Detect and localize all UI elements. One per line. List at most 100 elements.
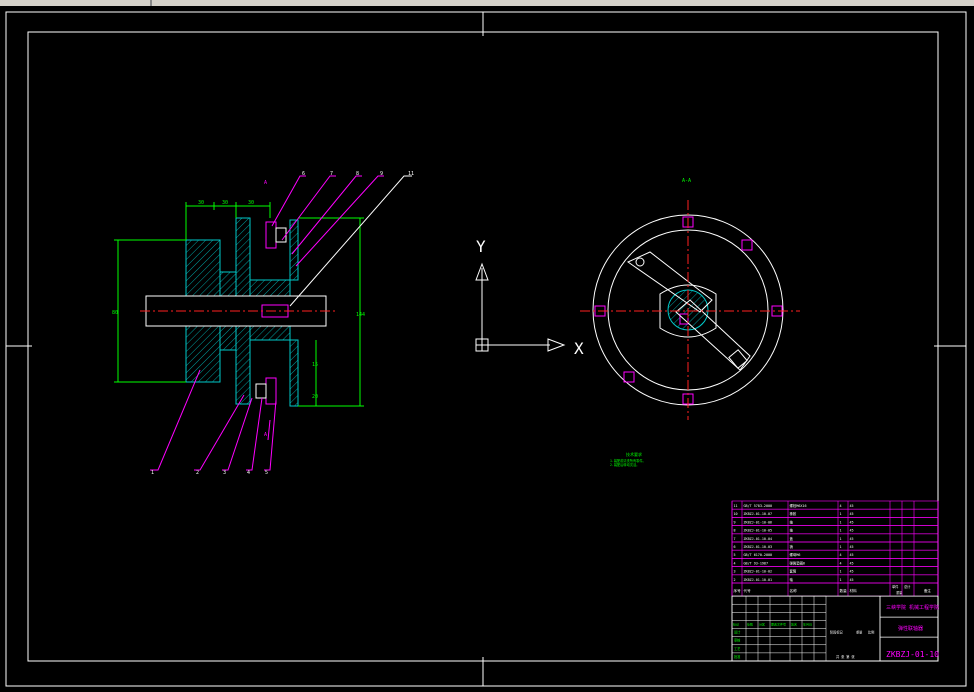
bom-cell: GB/T 6170-2000	[744, 553, 773, 557]
bom-cell: 销	[790, 544, 794, 549]
dim-right-bottom: 20	[312, 394, 318, 400]
note-1: 1.装配前清洗所有零件。	[610, 458, 646, 463]
nut-bottom[interactable]	[255, 383, 267, 399]
section-mark-top: A	[264, 180, 267, 186]
bom-cell: 1	[840, 537, 842, 541]
dim-right-total: 144	[356, 312, 365, 318]
axis-y-label: Y	[476, 237, 486, 256]
bom-cell: 45	[850, 520, 854, 524]
balloon-7: 7	[330, 171, 333, 177]
bom-header-cell: 总计	[904, 584, 911, 589]
bom-header-cell: 备注	[924, 588, 931, 593]
bom-cell: 盖	[790, 536, 794, 541]
bom-cell: 45	[850, 553, 854, 557]
tb-label: 标记	[733, 621, 739, 626]
tb-label: 签名	[791, 621, 797, 626]
bom-cell: 4	[840, 561, 842, 565]
bom-cell: 2	[734, 578, 736, 582]
note-2: 2.装配后转动灵活。	[610, 462, 639, 467]
bom-cell: 45	[850, 578, 854, 582]
bom-header-cell: 材料	[850, 588, 858, 593]
technical-notes: 技术要求 1.装配前清洗所有零件。 2.装配后转动灵活。	[610, 451, 646, 467]
tb-role: 工艺	[734, 646, 740, 651]
dim-top-2: 30	[222, 200, 228, 206]
bom-cell: 4	[734, 561, 736, 565]
bolt-top[interactable]	[265, 221, 277, 249]
bom-header-cell: 名称	[790, 588, 798, 593]
bom-cell: 45	[850, 529, 854, 533]
bom-cell: GB/T 93-1987	[744, 561, 769, 565]
bom-cell: 10	[734, 512, 738, 516]
tb-drawing-number: ZKBZJ-01-10	[886, 650, 939, 659]
bom-cell: 5	[734, 553, 736, 557]
end-view[interactable]: A-A	[580, 178, 800, 420]
bom-cell: 3	[734, 570, 736, 574]
arm-bottom	[675, 299, 751, 371]
bom-cell: 45	[850, 561, 854, 565]
bom-cell: ZKBZJ-01-10-01	[744, 578, 773, 582]
bom-cell: 轴	[790, 519, 794, 524]
balloon-6: 6	[302, 171, 305, 177]
cad-canvas[interactable]: 30 30 30 80 144 15 20 1 2 3 4 5 6 7 8 9 …	[0, 6, 974, 692]
bom-cell: 6	[734, 545, 736, 549]
bom-header-cell: 数量	[840, 588, 848, 593]
tb-label: 分区	[759, 621, 765, 626]
section-label: A-A	[682, 178, 691, 184]
section-view[interactable]: 30 30 30 80 144 15 20 1 2 3 4 5 6 7 8 9 …	[112, 171, 414, 476]
bom-header-cell: 代号	[744, 588, 752, 593]
nut-top[interactable]	[275, 227, 287, 243]
balloon-1: 1	[151, 470, 154, 476]
ucs-icon	[475, 262, 566, 352]
bolt-hole-top	[635, 257, 645, 267]
bom-cell: ZKBZJ-01-10-06	[744, 520, 773, 524]
balloon-3: 3	[223, 470, 226, 476]
bom-cell: 45	[850, 504, 854, 508]
tb-label: 更改文件号	[771, 621, 786, 626]
bom-cell: 45	[850, 545, 854, 549]
tb-school: 三峡学院 机械工程学院	[886, 604, 939, 611]
bom-cell: 套筒	[790, 569, 797, 574]
bom-cell: 8	[734, 529, 736, 533]
tb-role: 审核	[734, 638, 741, 643]
tb-label: 年月日	[803, 621, 812, 626]
bom-cell: ZKBZJ-01-10-02	[744, 570, 773, 574]
section-mark-bottom: A	[264, 432, 267, 438]
window-top-strip	[0, 0, 974, 6]
notes-title: 技术要求	[626, 451, 642, 457]
tb-scale: 比例	[868, 630, 874, 635]
bom-cell: 4	[840, 553, 842, 557]
bom-cell: 螺母M6	[790, 552, 801, 557]
bom-cell: 1	[840, 520, 842, 524]
bom-cell: 1	[840, 578, 842, 582]
bom-cell: GB/T 5783-2000	[744, 504, 773, 508]
bom-cell: 螺栓M6X16	[790, 503, 807, 508]
bolt-bottom[interactable]	[265, 377, 277, 405]
bom-cell: 45	[850, 512, 854, 516]
dimension-lines	[114, 202, 364, 407]
bom-cell: 1	[840, 570, 842, 574]
balloon-11: 11	[408, 171, 414, 177]
dim-top-1: 30	[198, 200, 204, 206]
tb-role: 设计	[734, 630, 741, 635]
tb-label: 处数	[747, 621, 753, 626]
balloon-2: 2	[196, 470, 199, 476]
bom-cell: 1	[840, 545, 842, 549]
bom-cell: 弹簧垫圈6	[790, 560, 806, 565]
balloon-5: 5	[265, 470, 268, 476]
bom-header-cell: 单件	[892, 584, 899, 589]
bom-cell: 11	[734, 504, 738, 508]
bom-cell: ZKBZJ-01-10-07	[744, 512, 773, 516]
right-disc-bottom[interactable]	[289, 339, 299, 407]
right-disc-top[interactable]	[289, 219, 299, 281]
bom-cell: ZKBZJ-01-10-04	[744, 537, 773, 541]
dim-left: 80	[112, 310, 118, 316]
bom-cell: ZKBZJ-01-10-05	[744, 529, 773, 533]
bom-cell: 1	[840, 512, 842, 516]
axis-x-label: X	[574, 339, 584, 358]
bom-header-cell: 重量	[896, 590, 903, 595]
dim-right-mid: 15	[312, 362, 318, 368]
bom-cell: 轴	[790, 528, 794, 533]
hub-outline	[659, 284, 717, 338]
bom-cell: 4	[840, 504, 842, 508]
